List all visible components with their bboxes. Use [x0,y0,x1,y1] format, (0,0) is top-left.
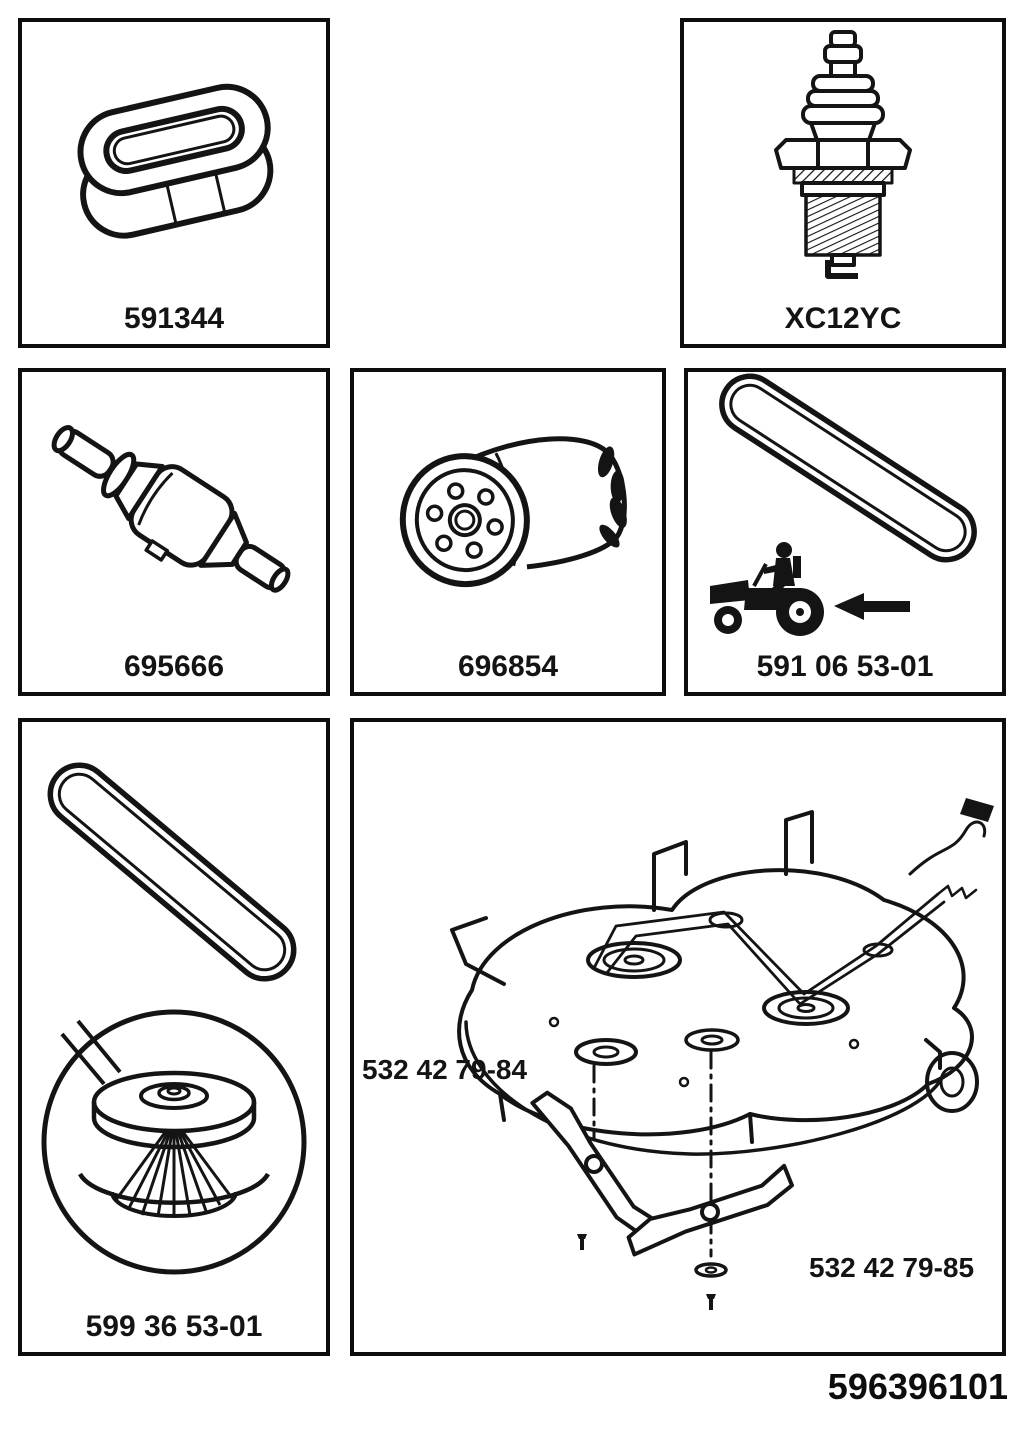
panel-spark-plug: XC12YC [680,18,1006,348]
mower-deck-illustration [450,798,994,1310]
part-number-blade-right: 532 42 79-85 [809,1252,975,1283]
blade-bolt-left [577,1234,587,1250]
part-number-blade-left: 532 42 79-84 [362,1054,528,1085]
part-number-air-filter: 591344 [123,302,225,335]
clutch-cable [908,798,994,876]
panel-fuel-filter: 695666 [18,368,330,696]
blade-right [626,1163,794,1257]
under-deck-spindles [574,1028,740,1066]
fuel-filter-illustration [51,425,291,593]
deck-belt-routing [592,884,978,1006]
part-number-spark-plug: XC12YC [784,302,902,335]
deck-belt-spindle-illustration [41,762,307,1275]
blade-bolt-right [706,1294,716,1310]
v-belt-loop [719,373,977,563]
blade-washer [694,1262,728,1278]
part-number-deck-belt-spindle: 599 36 53-01 [85,1310,263,1343]
document-code: 596396101 [827,1366,1008,1407]
part-number-drive-belt: 591 06 53-01 [756,650,934,683]
gauge-wheel [924,1038,979,1113]
air-filter-illustration [77,83,274,239]
part-number-oil-filter: 696854 [457,650,559,683]
oil-filter-illustration [399,436,627,588]
arrow-left-icon [834,593,910,620]
panel-oil-filter: 696854 [350,368,666,696]
panel-mower-deck: 532 42 79-84 532 42 79-85 [350,718,1006,1356]
panel-drive-belt: 591 06 53-01 [684,368,1006,696]
panel-deck-belt-spindle: 599 36 53-01 [18,718,330,1356]
riding-mower-icon [710,542,824,636]
part-number-fuel-filter: 695666 [123,650,225,683]
spindle-assembly [41,1009,307,1275]
panel-air-filter: 591344 [18,18,330,348]
hanger-brackets [450,810,814,986]
drive-belt-illustration [710,373,977,636]
deck-belt-loop [47,762,297,982]
spark-plug-illustration [774,30,912,279]
